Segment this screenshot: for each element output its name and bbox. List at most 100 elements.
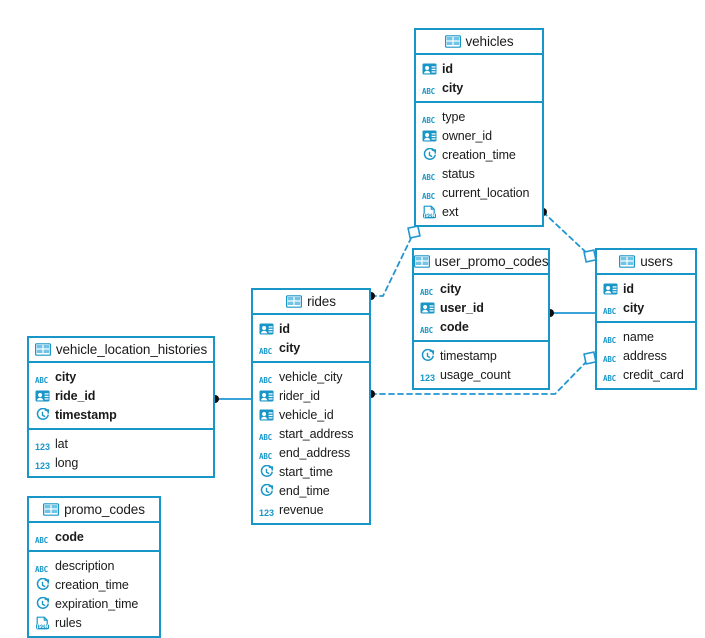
table-header-rides[interactable]: rides [253,290,369,315]
number-123-icon: 123 [35,460,51,471]
field-row-start_time[interactable]: start_time [253,462,369,481]
field-row-rider_id[interactable]: rider_id [253,386,369,405]
field-label: user_id [440,300,484,315]
field-label: lat [55,436,68,451]
field-label: city [440,281,462,296]
field-label: ext [442,204,459,219]
field-row-timestamp[interactable]: timestamp [414,346,548,365]
field-row-ride_id[interactable]: ride_id [29,386,213,405]
field-label: expiration_time [55,596,139,611]
field-label: start_time [279,464,333,479]
table-header-user_promo_codes[interactable]: user_promo_codes [413,250,549,275]
field-row-timestamp[interactable]: timestamp [29,405,213,424]
field-label: id [442,61,453,76]
abc-text-icon: ABC [603,306,616,316]
abc-text-icon: ABC [35,535,48,545]
field-row-long[interactable]: 123 long [29,453,213,472]
field-row-user_id[interactable]: user_id [414,298,548,317]
field-label: long [55,455,79,470]
field-row-ext[interactable]: JSON ext [416,202,542,221]
relationship-vehicle-location-histories-to-rides[interactable] [211,395,252,403]
field-label: city [442,80,464,95]
clock-icon [35,407,50,422]
field-label: creation_time [55,577,129,592]
clock-icon [259,483,274,498]
field-row-expiration_time[interactable]: expiration_time [29,594,159,613]
field-label: address [623,348,667,363]
field-row-id[interactable]: id [416,59,542,78]
table-grid-icon [43,502,60,517]
table-header-users[interactable]: users [597,250,695,275]
field-label: id [279,321,290,336]
json-document-icon: JSON [35,616,50,630]
table-header-vehicle_location_histories[interactable]: vehicle_location_histories [29,338,213,363]
field-row-end_time[interactable]: end_time [253,481,369,500]
table-header-vehicles[interactable]: vehicles [416,30,542,55]
field-row-id[interactable]: id [253,319,369,338]
field-label: end_time [279,483,330,498]
abc-text-icon: ABC [422,191,435,201]
abc-text-icon: ABC [259,346,272,356]
field-row-owner_id[interactable]: owner_id [416,126,542,145]
field-label: type [442,109,466,124]
field-row-id[interactable]: id [597,279,695,298]
field-label: code [440,319,469,334]
field-row-creation_time[interactable]: creation_time [416,145,542,164]
field-row-city[interactable]: ABC city [253,338,369,357]
id-card-icon [603,282,618,296]
id-card-icon [422,129,437,143]
field-label: creation_time [442,147,516,162]
field-label: owner_id [442,128,492,143]
clock-icon [35,577,50,592]
relationship-user-promo-codes-to-users[interactable] [546,309,596,317]
clock-icon [259,464,274,479]
field-row-creation_time[interactable]: creation_time [29,575,159,594]
table-grid-icon [619,254,636,269]
field-label: id [623,281,634,296]
json-document-icon: JSON [422,205,437,219]
field-label: end_address [279,445,351,460]
table-header-promo_codes[interactable]: promo_codes [29,498,159,523]
field-label: city [279,340,301,355]
abc-text-icon: ABC [603,335,616,345]
clock-icon [35,596,50,611]
abc-text-icon: ABC [259,432,272,442]
abc-text-icon: ABC [259,375,272,385]
field-row-vehicle_id[interactable]: vehicle_id [253,405,369,424]
field-label: vehicle_id [279,407,334,422]
svg-text:JSON: JSON [423,213,436,218]
field-label: revenue [279,502,324,517]
